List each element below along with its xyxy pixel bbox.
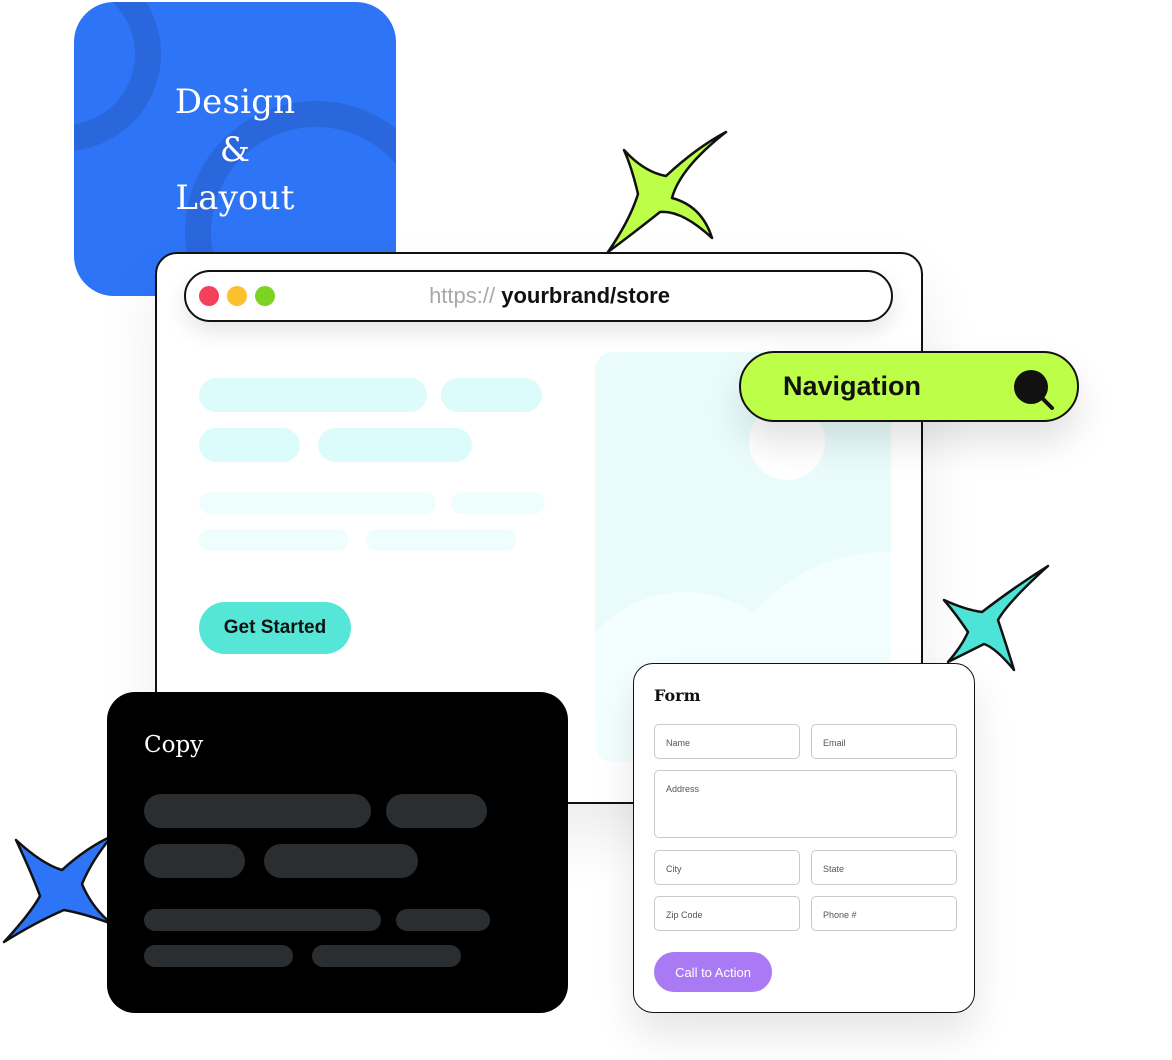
- hero-body-placeholder: [451, 492, 545, 514]
- url-protocol: https://: [429, 283, 496, 308]
- design-layout-title: Design & Layout: [74, 78, 396, 222]
- copy-headline-placeholder: [264, 844, 418, 878]
- copy-body-placeholder: [396, 909, 490, 931]
- get-started-button[interactable]: Get Started: [199, 602, 351, 654]
- close-window-dot[interactable]: [199, 286, 219, 306]
- copy-card: Copy: [107, 692, 568, 1013]
- minimize-window-dot[interactable]: [227, 286, 247, 306]
- maximize-window-dot[interactable]: [255, 286, 275, 306]
- phone-field[interactable]: Phone #: [811, 896, 957, 931]
- navigation-label: Navigation: [783, 371, 922, 401]
- url-bar[interactable]: https:// yourbrand/store: [184, 270, 893, 322]
- state-field[interactable]: State: [811, 850, 957, 885]
- copy-body-placeholder: [144, 945, 293, 967]
- hero-headline-placeholder: [441, 378, 542, 412]
- hero-body-placeholder: [199, 529, 348, 551]
- form-card: Form Name Email Address City State Zip C…: [633, 663, 975, 1013]
- hero-body-placeholder: [199, 492, 436, 514]
- design-layout-card: Design & Layout: [74, 2, 396, 296]
- call-to-action-button[interactable]: Call to Action: [654, 952, 772, 992]
- design-title-line-3: Layout: [175, 178, 295, 218]
- zip-code-field[interactable]: Zip Code: [654, 896, 800, 931]
- decorative-circles: [74, 2, 396, 296]
- design-title-line-1: Design: [174, 82, 296, 122]
- copy-title: Copy: [144, 732, 204, 758]
- copy-headline-placeholder: [144, 844, 245, 878]
- copy-body-placeholder: [312, 945, 461, 967]
- hero-headline-placeholder: [199, 428, 300, 462]
- copy-body-placeholder: [144, 909, 381, 931]
- lime-sparkle-icon: [606, 130, 728, 254]
- copy-headline-placeholder: [144, 794, 371, 828]
- search-icon[interactable]: [1011, 367, 1055, 411]
- form-title: Form: [654, 686, 701, 705]
- hero-headline-placeholder: [318, 428, 472, 462]
- navigation-search-bar[interactable]: Navigation: [739, 351, 1079, 422]
- hero-body-placeholder: [366, 529, 516, 551]
- url-text[interactable]: https:// yourbrand/store: [186, 272, 891, 320]
- city-field[interactable]: City: [654, 850, 800, 885]
- name-field[interactable]: Name: [654, 724, 800, 759]
- address-field[interactable]: Address: [654, 770, 957, 838]
- design-title-line-2: &: [219, 130, 251, 170]
- email-field[interactable]: Email: [811, 724, 957, 759]
- url-path: yourbrand/store: [501, 283, 670, 308]
- hero-headline-placeholder: [199, 378, 427, 412]
- teal-sparkle-icon: [942, 564, 1050, 672]
- copy-headline-placeholder: [386, 794, 487, 828]
- blue-sparkle-icon: [2, 834, 114, 944]
